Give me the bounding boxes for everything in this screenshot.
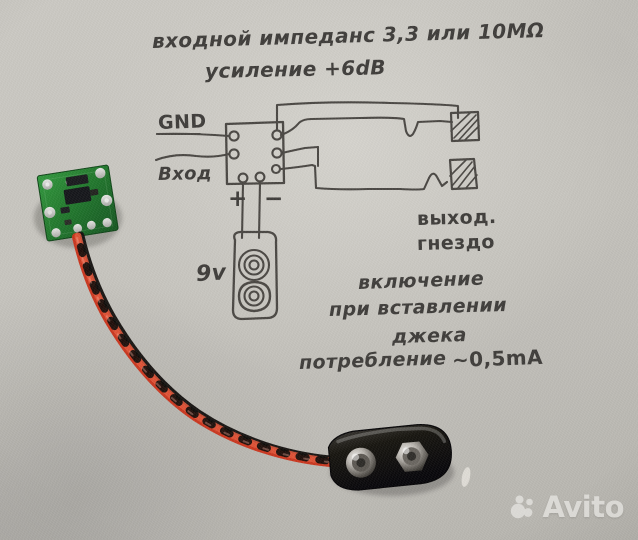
pcb-amplifier-board	[36, 164, 119, 242]
pcb-component-b	[89, 188, 99, 196]
wire-top	[275, 101, 460, 132]
pcb-ic-top	[65, 174, 89, 187]
wire-red-strand	[72, 233, 334, 467]
battery-lead-minus	[257, 180, 262, 240]
battery-snap-1-mid	[243, 254, 265, 276]
wire-mid	[280, 145, 320, 155]
input-lead	[154, 152, 231, 162]
paper-speck	[461, 467, 471, 487]
battery-snap-1-inner	[248, 259, 260, 271]
wire-gloss	[76, 237, 330, 463]
battery-snap-1-outer	[237, 248, 271, 282]
pcb-ic-main	[63, 186, 92, 205]
battery-snap-2-outer	[237, 280, 272, 313]
label-minus: −	[264, 186, 284, 212]
jack-contact-lower	[448, 157, 479, 191]
label-plus: +	[228, 186, 248, 212]
module-box	[224, 120, 286, 186]
battery-snap-connector	[327, 424, 452, 491]
pcb-component-a	[60, 206, 70, 214]
jack-contact-upper	[449, 110, 481, 143]
battery-body	[231, 230, 279, 321]
battery-snap-2-inner	[248, 290, 260, 302]
battery-lead-plus	[240, 181, 245, 240]
wire-lower	[279, 163, 449, 191]
battery-snap-2-mid	[243, 285, 265, 307]
battery-snap-hex	[395, 441, 429, 472]
wire-switch-upper	[279, 116, 454, 137]
pcb-pads	[42, 167, 113, 238]
wire-twist-dark	[74, 232, 334, 465]
battery-snap-round	[345, 447, 376, 478]
pcb-component-c	[64, 219, 72, 226]
